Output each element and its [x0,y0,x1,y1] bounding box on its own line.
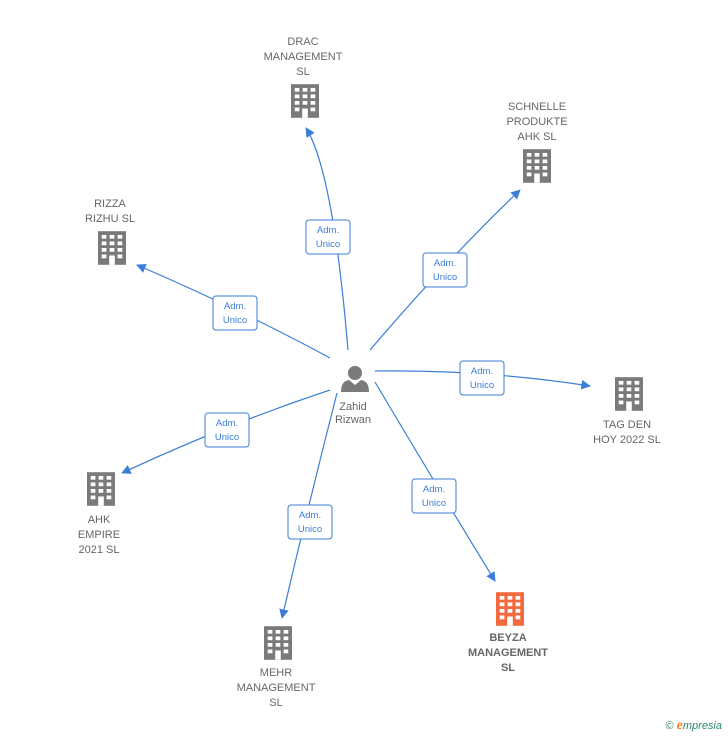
role-text: Unico [223,315,247,326]
building-icon [523,149,551,183]
company-name: RIZHU SL [85,213,135,225]
building-icon [264,626,292,660]
company-name: DRAC [287,36,318,48]
role-text: Adm. [423,484,445,495]
brand-watermark: © empresia [665,718,722,734]
company-name: MANAGEMENT [468,647,548,659]
role-badge-mehr[interactable]: Adm. Unico [287,504,333,540]
person-name: Rizwan [335,414,371,426]
company-name: MEHR [260,667,292,679]
company-name: SCHNELLE [508,101,566,113]
role-text: Adm. [471,366,493,377]
role-badge-beyza[interactable]: Adm. Unico [411,478,457,514]
company-node-drac[interactable]: DRAC MANAGEMENT SL [264,36,343,118]
role-badge-schnelle[interactable]: Adm. Unico [422,252,468,288]
role-text: Unico [215,432,239,443]
company-name: SL [269,697,282,709]
company-name: MANAGEMENT [264,51,343,63]
company-node-beyza[interactable]: BEYZA MANAGEMENT SL [468,592,548,674]
role-text: Adm. [434,258,456,269]
role-badge-ahk[interactable]: Adm. Unico [204,412,250,448]
role-badge-tagden[interactable]: Adm. Unico [459,360,505,396]
company-name: BEYZA [489,632,526,644]
building-icon [87,472,115,506]
company-name: HOY 2022 SL [593,434,661,446]
company-name: RIZZA [94,198,126,210]
role-text: Unico [470,380,494,391]
role-text: Unico [298,524,322,535]
company-node-mehr[interactable]: MEHR MANAGEMENT SL [237,626,316,709]
role-badge-rizza[interactable]: Adm. Unico [212,295,258,331]
building-icon [291,84,319,118]
role-text: Unico [433,272,457,283]
role-text: Unico [422,498,446,509]
company-name: 2021 SL [79,544,120,556]
copyright-symbol: © [665,720,674,732]
brand-name: mpresia [682,720,722,732]
company-name: SL [296,66,309,78]
person-icon [341,366,369,392]
company-name: TAG DEN [603,419,651,431]
role-text: Adm. [299,510,321,521]
company-name: PRODUKTE [506,116,567,128]
role-text: Unico [316,239,340,250]
brand-initial: e [676,718,683,733]
company-node-rizza[interactable]: RIZZA RIZHU SL [85,198,135,265]
company-node-schnelle[interactable]: SCHNELLE PRODUKTE AHK SL [506,101,568,183]
company-name: EMPIRE [78,529,120,541]
company-name: MANAGEMENT [237,682,316,694]
company-name: AHK SL [517,131,556,143]
role-text: Adm. [224,301,246,312]
edge-drac [305,127,349,351]
building-icon [615,377,643,411]
role-badge-drac[interactable]: Adm. Unico [305,219,351,255]
company-node-ahk[interactable]: AHK EMPIRE 2021 SL [78,472,120,556]
role-text: Adm. [317,225,339,236]
company-name: AHK [88,514,111,526]
company-node-tagden[interactable]: TAG DEN HOY 2022 SL [593,377,661,446]
person-name: Zahid [339,401,367,413]
building-icon [98,231,126,265]
company-name: SL [501,662,515,674]
role-text: Adm. [216,418,238,429]
building-icon [496,592,524,626]
